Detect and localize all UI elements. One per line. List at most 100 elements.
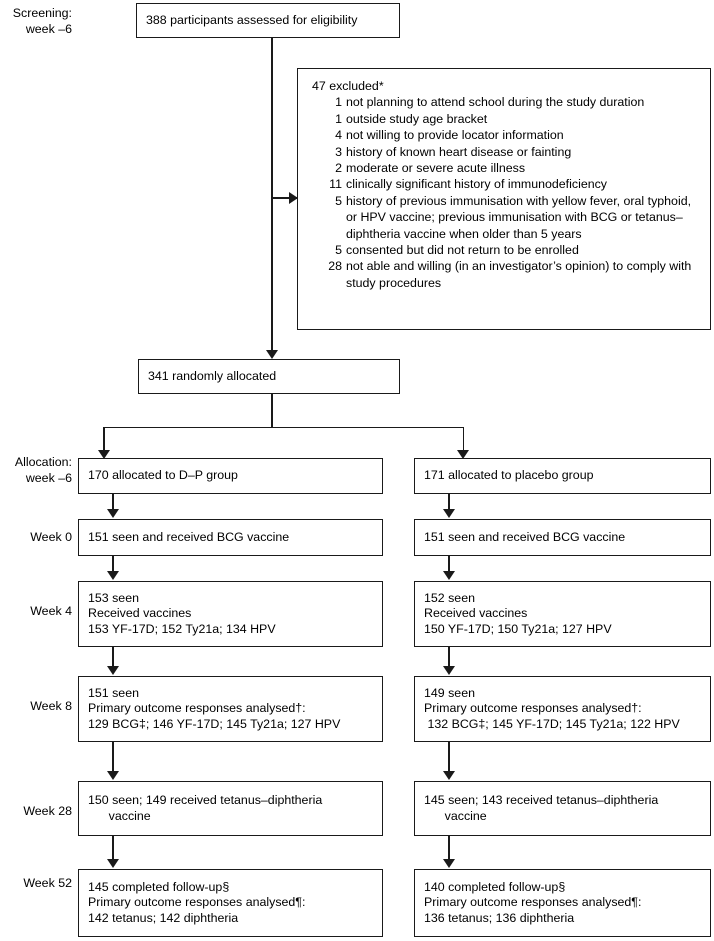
- box-line: 136 tetanus; 136 diphtheria: [424, 910, 575, 925]
- box-line: 145 seen; 143 received tetanus–diphtheri…: [424, 792, 659, 807]
- arrowhead-right-week4: [442, 571, 455, 580]
- connector-right-alloc-to-week0: [448, 494, 450, 510]
- box-line: 145 completed follow-up§: [88, 879, 230, 894]
- excluded-heading: 47 excluded*: [312, 79, 384, 93]
- box-line: Primary outcome responses analysed¶:: [88, 895, 306, 910]
- arrowhead-to-right-allocation: [457, 450, 470, 459]
- excluded-reason-count: 11: [329, 177, 342, 192]
- box-left-week52: 145 completed follow-up§ Primary outcome…: [78, 869, 383, 937]
- box-line: 150 YF-17D; 150 Ty21a; 127 HPV: [424, 621, 612, 636]
- box-right-week8: 149 seen Primary outcome responses analy…: [414, 676, 711, 742]
- box-right-week0: 151 seen and received BCG vaccine: [414, 519, 711, 556]
- connector-left-week4-to-week8: [112, 647, 114, 667]
- excluded-reason-text: not able and willing (in an investigator…: [346, 259, 692, 290]
- box-line: 153 seen: [88, 590, 139, 605]
- excluded-reason-count: 28: [328, 259, 342, 274]
- connector-right-week8-to-week28: [448, 742, 450, 772]
- box-line: 132 BCG‡; 145 YF-17D; 145 Ty21a; 122 HPV: [424, 716, 680, 731]
- box-line: Primary outcome responses analysed†:: [88, 701, 306, 716]
- box-left-week8: 151 seen Primary outcome responses analy…: [78, 676, 383, 742]
- box-excluded: 47 excluded* 1 not planning to attend sch…: [297, 68, 711, 330]
- box-line: 388 participants assessed for eligibilit…: [146, 12, 358, 27]
- stage-label-week52: Week 52: [23, 876, 72, 890]
- stage-label-week4: Week 4: [30, 604, 72, 618]
- connector-left-week28-to-week52: [112, 836, 114, 860]
- box-line: vaccine: [424, 808, 487, 823]
- box-left-allocation: 170 allocated to D–P group: [78, 458, 383, 494]
- excluded-reason-item: 28 not able and willing (in an investigat…: [312, 258, 704, 291]
- excluded-reason-list: 1 not planning to attend school during th…: [298, 94, 710, 291]
- connector-left-alloc-to-week0: [112, 494, 114, 510]
- excluded-reason-text: clinically significant history of immuno…: [346, 177, 607, 192]
- arrowhead-left-week52: [106, 859, 119, 868]
- arrowhead-right-week28: [442, 771, 455, 780]
- connector-left-week8-to-week28: [112, 742, 114, 772]
- box-line: 151 seen and received BCG vaccine: [88, 529, 290, 544]
- box-left-week4: 153 seen Received vaccines 153 YF-17D; 1…: [78, 581, 383, 647]
- arrowhead-to-left-allocation: [97, 450, 110, 459]
- connector-fork-bar: [103, 426, 464, 429]
- excluded-reason-text: outside study age bracket: [346, 111, 488, 126]
- arrowhead-to-excluded: [289, 191, 298, 204]
- excluded-reason-item: 3 history of known heart disease or faint…: [312, 144, 704, 160]
- box-line: 142 tetanus; 142 diphtheria: [88, 910, 239, 925]
- excluded-reason-item: 1 not planning to attend school during th…: [312, 94, 704, 110]
- box-line: 341 randomly allocated: [148, 368, 277, 383]
- excluded-reason-text: consented but did not return to be enrol…: [346, 243, 579, 258]
- box-line: 171 allocated to placebo group: [424, 468, 594, 483]
- excluded-reason-text: history of known heart disease or fainti…: [346, 144, 572, 159]
- arrowhead-left-week4: [106, 571, 119, 580]
- box-line: 140 completed follow-up§: [424, 879, 566, 894]
- box-right-week4: 152 seen Received vaccines 150 YF-17D; 1…: [414, 581, 711, 647]
- box-line: Primary outcome responses analysed¶:: [424, 895, 642, 910]
- box-right-allocation: 171 allocated to placebo group: [414, 458, 711, 494]
- box-randomly-allocated: 341 randomly allocated: [138, 359, 400, 394]
- arrowhead-right-week0: [442, 509, 455, 518]
- connector-assessed-to-randomised: [271, 38, 273, 351]
- excluded-reason-item: 5 history of previous immunisation with y…: [312, 193, 704, 242]
- stage-label-screening: Screening: week –6: [12, 6, 72, 36]
- excluded-reason-count: 4: [335, 128, 342, 143]
- box-line: Received vaccines: [88, 606, 192, 621]
- box-left-week28: 150 seen; 149 received tetanus–diphtheri…: [78, 781, 383, 836]
- connector-fork-left-drop: [103, 426, 105, 453]
- box-line: 129 BCG‡; 146 YF-17D; 145 Ty21a; 127 HPV: [88, 716, 341, 731]
- box-left-week0: 151 seen and received BCG vaccine: [78, 519, 383, 556]
- box-right-week28: 145 seen; 143 received tetanus–diphtheri…: [414, 781, 711, 836]
- excluded-reason-text: history of previous immunisation with ye…: [346, 193, 692, 241]
- arrowhead-right-week52: [442, 859, 455, 868]
- connector-right-week28-to-week52: [448, 836, 450, 860]
- connector-fork-right-drop: [462, 426, 465, 453]
- excluded-reason-count: 5: [335, 243, 342, 258]
- box-line: vaccine: [88, 808, 151, 823]
- box-line: Primary outcome responses analysed†:: [424, 701, 642, 716]
- excluded-reason-count: 5: [335, 193, 342, 208]
- arrowhead-to-randomised: [265, 350, 278, 359]
- arrowhead-left-week8: [106, 666, 119, 675]
- excluded-reason-item: 11 clinically significant history of immu…: [312, 176, 704, 192]
- box-line: 151 seen and received BCG vaccine: [424, 529, 626, 544]
- stage-label-allocation: Allocation: week –6: [14, 455, 72, 485]
- stage-label-week8: Week 8: [30, 699, 72, 713]
- box-line: Received vaccines: [424, 606, 528, 621]
- excluded-reason-count: 3: [335, 144, 342, 159]
- arrowhead-left-week28: [106, 771, 119, 780]
- stage-label-week0: Week 0: [30, 530, 72, 544]
- excluded-reason-count: 1: [335, 95, 342, 110]
- connector-to-excluded: [271, 197, 297, 199]
- excluded-reason-item: 2 moderate or severe acute illness: [312, 160, 704, 176]
- box-line: 149 seen: [424, 685, 475, 700]
- excluded-reason-count: 2: [335, 161, 342, 176]
- stage-label-week28: Week 28: [23, 804, 72, 818]
- arrowhead-left-week0: [106, 509, 119, 518]
- box-right-week52: 140 completed follow-up§ Primary outcome…: [414, 869, 711, 937]
- box-line: 151 seen: [88, 685, 139, 700]
- box-line: 170 allocated to D–P group: [88, 468, 238, 483]
- excluded-reason-text: moderate or severe acute illness: [346, 161, 526, 176]
- excluded-reason-text: not planning to attend school during the…: [346, 95, 645, 110]
- box-line: 152 seen: [424, 590, 475, 605]
- excluded-reason-text: not willing to provide locator informati…: [346, 128, 564, 143]
- box-line: 150 seen; 149 received tetanus–diphtheri…: [88, 792, 323, 807]
